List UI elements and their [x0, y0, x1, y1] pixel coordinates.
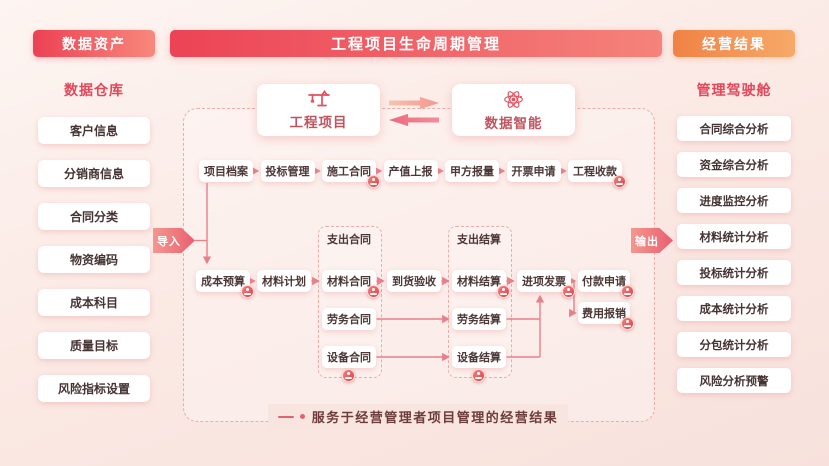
project-archive-box: 项目档案	[199, 160, 253, 182]
output-value-report-box: 产值上报	[383, 160, 438, 182]
warehouse-item-quality-target: 质量目标	[38, 332, 150, 359]
project-node-label: 工程项目	[289, 115, 348, 130]
payment-request-box: 付款申请	[578, 270, 630, 292]
stamp-badge-icon	[367, 175, 380, 188]
invoicing-request-box: 开票申请	[506, 160, 561, 182]
cockpit-item-bid-stats: 投标统计分析	[677, 260, 791, 285]
warehouse-item-distributor-info: 分销商信息	[38, 160, 150, 187]
warehouse-item-customer-info: 客户信息	[38, 117, 150, 144]
cockpit-item-progress-monitor: 进度监控分析	[677, 188, 791, 213]
data-assets-header: 数据资产	[33, 30, 155, 57]
crane-icon	[307, 90, 330, 107]
project-collection-box: 工程收款	[568, 160, 622, 182]
lifecycle-dashed-container	[183, 108, 655, 422]
labor-settlement-box: 劳务结算	[452, 308, 506, 330]
caption-line	[277, 415, 294, 418]
stamp-badge-icon	[562, 285, 575, 298]
import-label: 导入	[157, 235, 181, 248]
stamp-badge-icon	[367, 285, 380, 298]
expense-settlement-group-title: 支出结算	[457, 234, 501, 246]
bid-management-box: 投标管理	[260, 160, 315, 182]
stamp-badge-icon	[621, 285, 634, 298]
bottom-caption: 服务于经营管理者项目管理的经营结果	[183, 404, 653, 429]
material-contract-box: 材料合同	[322, 270, 376, 292]
input-invoice-box: 进项发票	[517, 270, 571, 292]
export-arrow: 输出	[631, 228, 673, 253]
cockpit-item-material-stats: 材料统计分析	[677, 224, 791, 249]
material-settlement-box: 材料结算	[452, 270, 506, 292]
owner-quantity-report-box: 甲方报量	[445, 160, 499, 182]
expense-contract-group-title: 支出合同	[327, 234, 371, 246]
management-cockpit-label: 管理驾驶舱	[696, 82, 772, 98]
warehouse-item-risk-indicator: 风险指标设置	[38, 375, 150, 402]
project-node: 工程项目	[257, 84, 380, 136]
cockpit-item-contract-analysis: 合同综合分析	[677, 116, 791, 141]
lifecycle-title-banner: 工程项目生命周期管理	[170, 30, 662, 57]
stamp-badge-icon	[497, 285, 510, 298]
equipment-contract-box: 设备合同	[322, 346, 376, 368]
warehouse-item-cost-subject: 成本科目	[38, 289, 150, 316]
cockpit-item-subcontract-stats: 分包统计分析	[677, 332, 791, 357]
labor-contract-box: 劳务合同	[322, 308, 376, 330]
data-intelligence-node-label: 数据智能	[484, 115, 543, 131]
stamp-badge-icon	[342, 369, 355, 382]
stamp-badge-icon	[621, 317, 634, 330]
caption-bullet	[299, 414, 305, 419]
atom-icon	[504, 90, 523, 108]
warehouse-item-material-code: 物资编码	[38, 246, 150, 273]
stamp-badge-icon	[472, 369, 485, 382]
arrival-acceptance-box: 到货验收	[387, 270, 441, 292]
cockpit-item-risk-warning: 风险分析预警	[677, 368, 791, 393]
stamp-badge-icon	[613, 175, 626, 188]
warehouse-item-contract-category: 合同分类	[38, 203, 150, 230]
expense-reimbursement-box: 费用报销	[578, 302, 630, 324]
export-label: 输出	[635, 235, 659, 248]
cockpit-item-cost-stats: 成本统计分析	[677, 296, 791, 321]
cost-budget-box: 成本预算	[196, 270, 250, 292]
stamp-badge-icon	[241, 285, 254, 298]
equipment-settlement-box: 设备结算	[452, 346, 506, 368]
business-results-header: 经营结果	[673, 30, 795, 57]
caption-text: 服务于经营管理者项目管理的经营结果	[311, 410, 559, 425]
data-warehouse-label: 数据仓库	[64, 82, 124, 98]
cockpit-item-capital-analysis: 资金综合分析	[677, 152, 791, 177]
construction-contract-box: 施工合同	[322, 160, 376, 182]
material-plan-box: 材料计划	[257, 270, 311, 292]
data-intelligence-node: 数据智能	[452, 84, 575, 136]
